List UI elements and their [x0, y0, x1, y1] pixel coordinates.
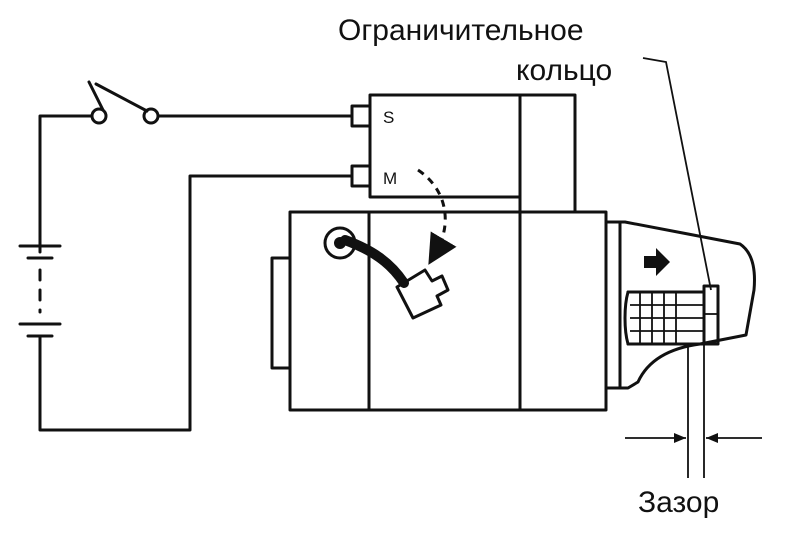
- motor-body: [270, 168, 608, 412]
- current-flow-arrow: [417, 168, 457, 265]
- brush: [395, 268, 450, 320]
- switch-contact-left: [90, 107, 108, 125]
- brush-lead: [340, 235, 409, 288]
- gap-dimension: [625, 344, 762, 478]
- direction-arrow-icon: [644, 248, 670, 276]
- drive-housing: [604, 57, 756, 390]
- stop-ring: [702, 284, 720, 346]
- terminal-s-label: S: [383, 108, 394, 127]
- circuit-wiring: [18, 80, 354, 432]
- solenoid: S M: [350, 93, 577, 214]
- stop-ring-label-line2: кольцо: [516, 54, 612, 87]
- terminal-s-stub: [350, 104, 372, 128]
- stop-ring-label-line1: Ограничительное: [338, 14, 584, 47]
- gap-label: Зазор: [638, 486, 719, 519]
- pinion-gear: [623, 290, 706, 346]
- switch-lever: [94, 82, 149, 113]
- stop-ring-leader: [642, 57, 712, 291]
- terminal-m-label: M: [383, 169, 397, 188]
- terminal-m-stub: [350, 164, 372, 188]
